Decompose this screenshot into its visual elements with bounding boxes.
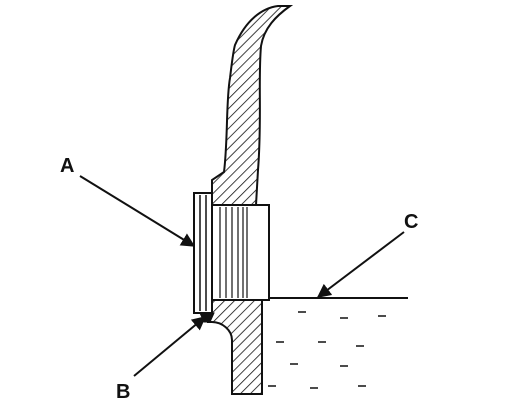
fluid-dashes (268, 311, 386, 389)
callout-label-b: B (116, 381, 130, 403)
installer-plate (193, 192, 213, 314)
seal-body (211, 204, 270, 301)
callout-label-c: C (404, 211, 418, 233)
housing-upper-wall (211, 5, 294, 206)
callout-label-a: A (60, 155, 74, 177)
leader-c (316, 231, 405, 298)
fluid-level (262, 297, 408, 389)
leader-a (79, 175, 196, 247)
leader-b (133, 316, 207, 377)
housing-lower-wall (207, 299, 263, 395)
